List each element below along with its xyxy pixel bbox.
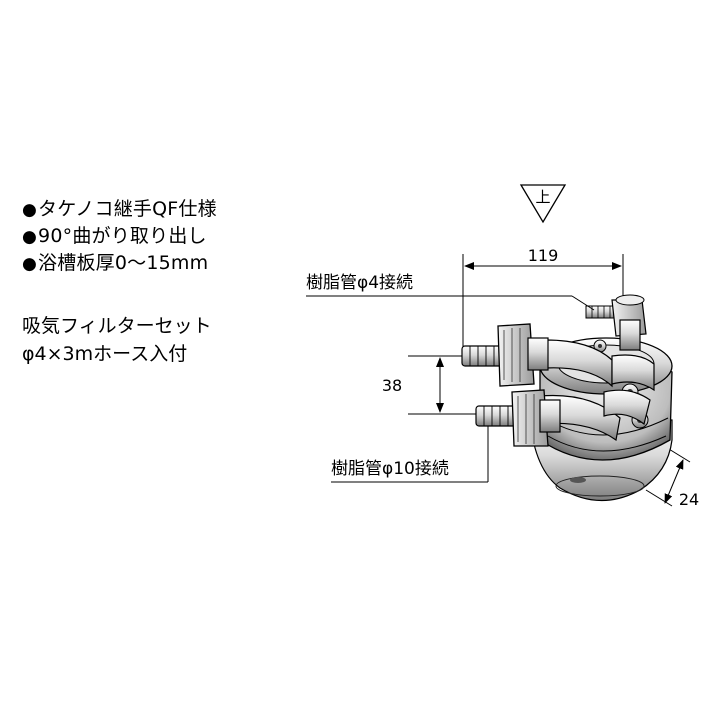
spec-item-outlet: ●90°曲がり取り出し	[22, 223, 207, 251]
dim-depth-value: 24	[679, 490, 699, 509]
dim-pitch-value: 38	[382, 376, 402, 395]
up-direction-mark: 上	[519, 184, 567, 224]
label-large-pipe: 樹脂管φ10接続	[331, 459, 449, 479]
callout-large-pipe: 樹脂管φ10接続	[331, 426, 489, 483]
callout-small-pipe: 樹脂管φ4接続	[306, 273, 595, 311]
dimension-pitch: 38	[382, 355, 483, 415]
small-pipe-connector	[585, 294, 647, 351]
spec-text: タケノコ継手QF仕様	[38, 198, 217, 220]
dimension-line	[664, 459, 684, 504]
spec-item-fitting: ●タケノコ継手QF仕様	[22, 196, 217, 224]
label-small-pipe: 樹脂管φ4接続	[306, 273, 413, 293]
spec-text: 90°曲がり取り出し	[38, 225, 207, 247]
pipe-elbows	[539, 339, 655, 442]
bullet-icon: ●	[22, 200, 38, 220]
note-filter-set: 吸気フィルターセット	[22, 315, 212, 337]
extension-line	[645, 489, 673, 507]
dimension-width: 119	[462, 246, 624, 352]
bullet-icon: ●	[22, 227, 38, 247]
upper-hose-barb	[461, 323, 549, 387]
up-triangle-icon	[519, 184, 567, 224]
lower-hose-barb	[475, 389, 561, 447]
note-hose: φ4×3mホース入付	[22, 343, 188, 365]
leader-line	[571, 295, 595, 311]
dim-width-value: 119	[528, 246, 559, 265]
bullet-icon: ●	[22, 254, 38, 274]
up-mark-label: 上	[535, 188, 550, 206]
spec-text: 浴槽板厚0～15mm	[38, 252, 209, 274]
spec-item-thickness: ●浴槽板厚0～15mm	[22, 250, 208, 278]
